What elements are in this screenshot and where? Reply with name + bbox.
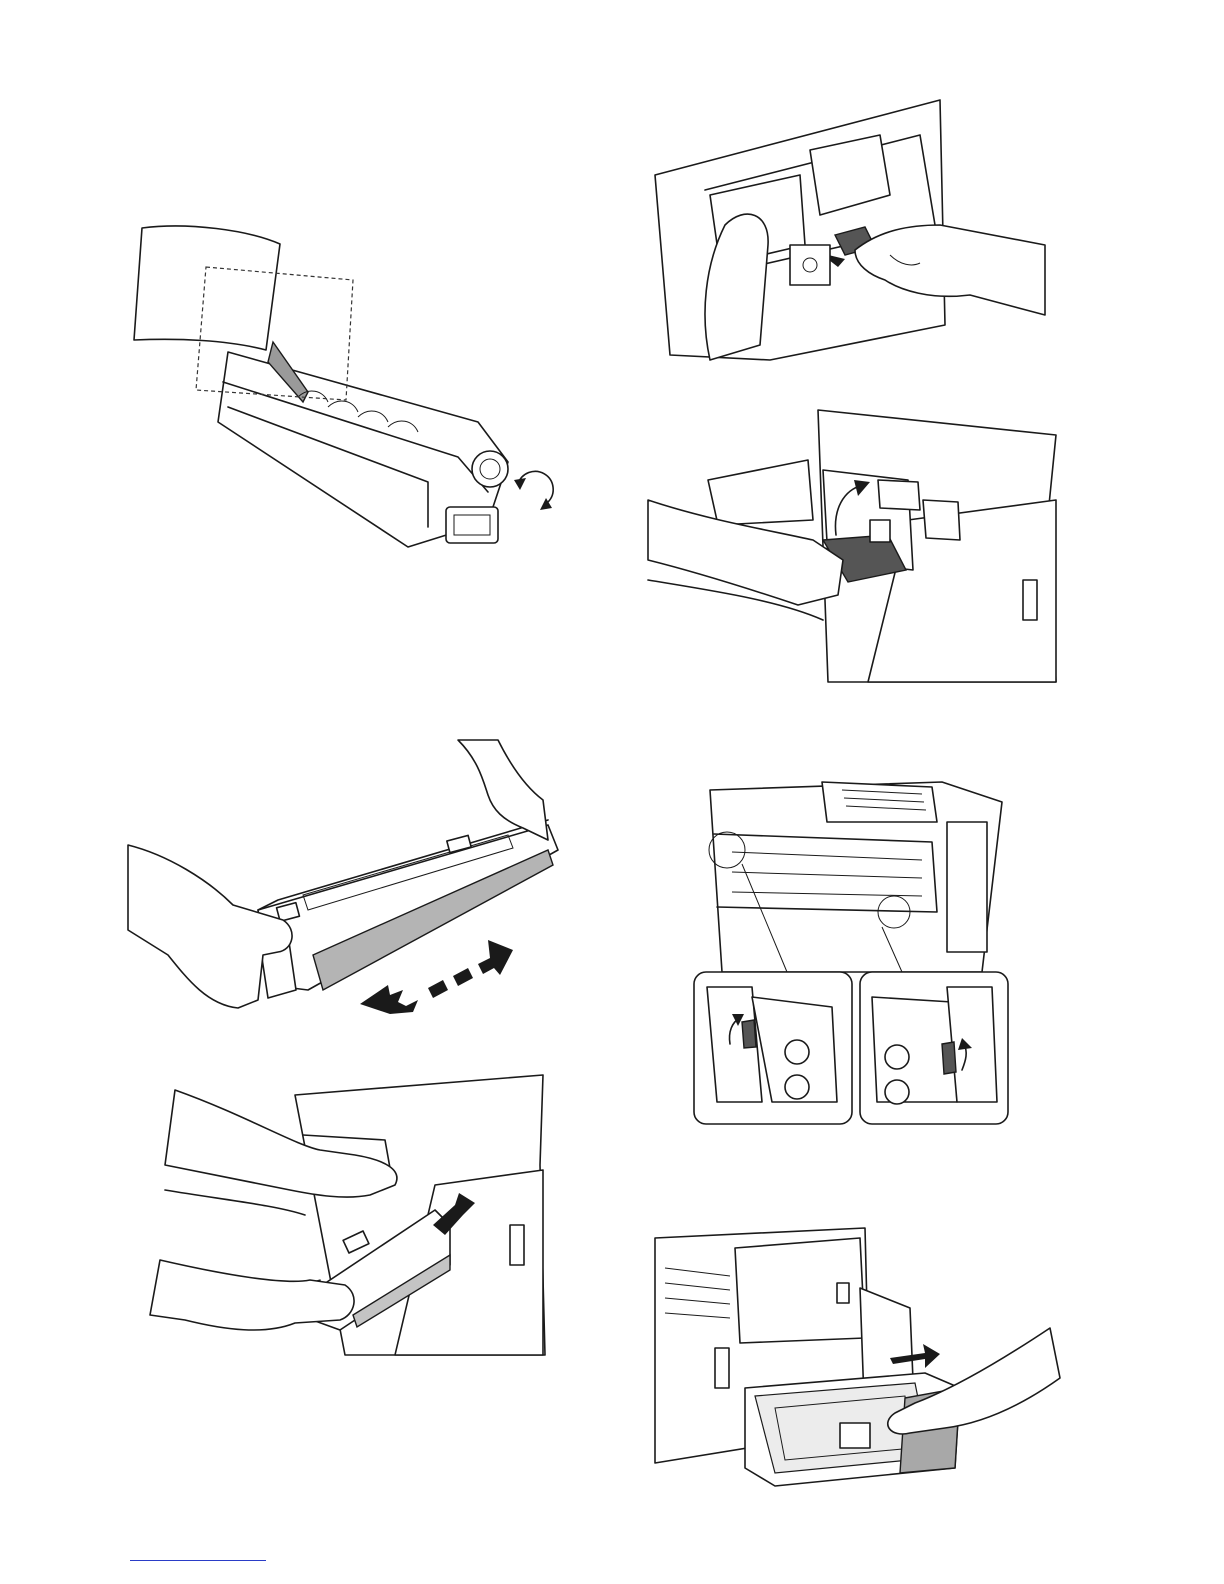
figure-drum-unit-cleaning <box>128 222 568 557</box>
footer-rule <box>130 1560 266 1561</box>
hands-shaking-toner-cartridge-illustration <box>128 740 560 1010</box>
hand-pulling-paper-tray-illustration <box>655 1228 1060 1493</box>
hands-inserting-toner-cartridge-illustration <box>145 1075 550 1355</box>
figure-toner-lever-lift <box>648 410 1058 682</box>
hand-lifting-toner-lever-illustration <box>648 410 1058 682</box>
hands-pulling-toner-lever-illustration <box>650 95 1050 365</box>
drum-cartridge-with-cloth-illustration <box>128 222 568 557</box>
figure-toner-unit-release <box>650 95 1050 365</box>
fuser-unit-lever-detail-illustration <box>692 782 1010 1127</box>
figure-toner-cartridge-insert <box>145 1075 550 1355</box>
figure-toner-cartridge-shake <box>128 740 560 1010</box>
figure-fuser-lever-release <box>692 782 1010 1127</box>
figure-paper-tray-pull <box>655 1228 1060 1493</box>
